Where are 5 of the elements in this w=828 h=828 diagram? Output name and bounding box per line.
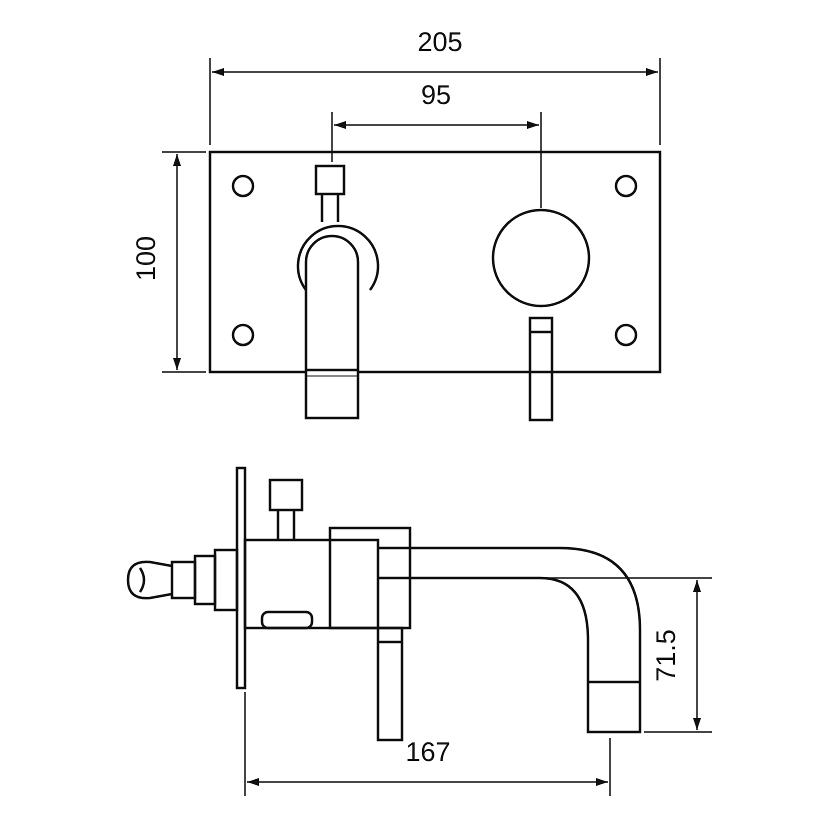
dimension-label: 205 [418, 28, 463, 56]
dimension-label: 95 [421, 82, 452, 108]
dimension-label: 100 [132, 235, 160, 281]
dimension-label: 167 [406, 738, 451, 766]
dimension-label: 71.5 [652, 628, 680, 682]
